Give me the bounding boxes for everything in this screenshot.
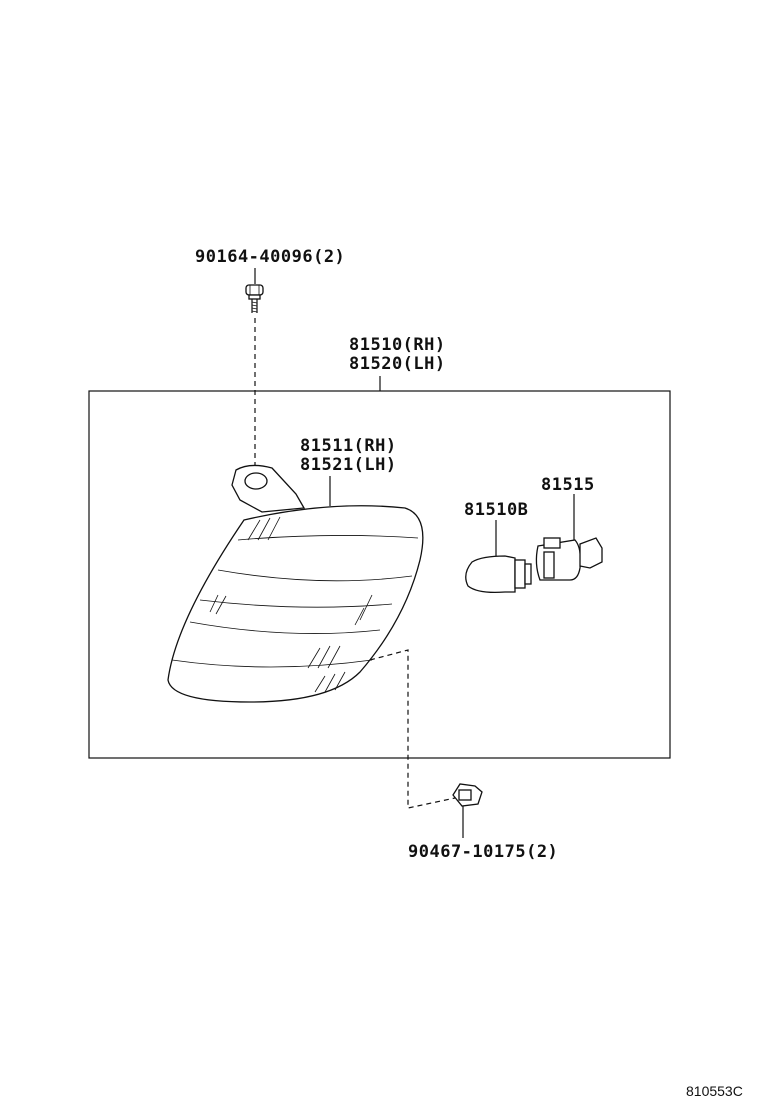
callout-bulb: 81510B [464,500,528,520]
lamp-lens-part [167,464,424,703]
callout-assembly-rh: 81510(RH) [349,335,446,355]
callout-lens-rh: 81511(RH) [300,436,397,456]
screw-top-part [245,284,264,313]
clip-bottom-part [452,783,483,807]
clip-bottom-dashed-path [369,649,456,809]
callout-lens-lh: 81521(LH) [300,455,397,475]
callout-assembly-lh: 81520(LH) [349,354,446,374]
callout-screw-top: 90164-40096(2) [195,247,345,267]
callout-clip-bottom: 90467-10175(2) [408,842,558,862]
bulb-part [465,555,532,594]
socket-part [535,537,603,581]
diagram-reference-code: 810553C [686,1083,743,1099]
callout-socket: 81515 [541,475,595,495]
